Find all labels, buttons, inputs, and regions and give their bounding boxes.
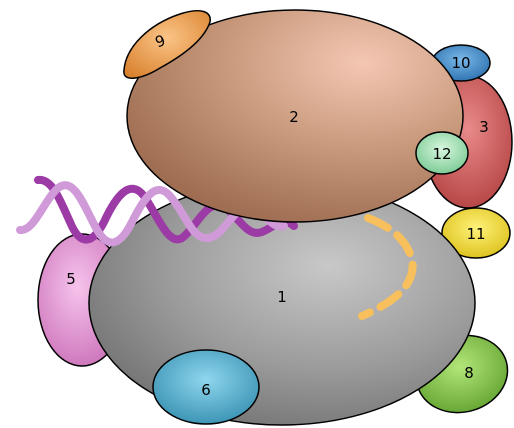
subunit-11-label: 11 (466, 225, 485, 243)
subunit-5-label: 5 (66, 270, 76, 288)
subunit-6: 6 (153, 350, 259, 424)
subunit-12: 12 (416, 132, 468, 174)
subunit-1-label: 1 (277, 288, 287, 306)
subunit-10-label: 10 (451, 54, 470, 72)
subunit-12-label: 12 (432, 145, 451, 163)
subunit-8-label: 8 (464, 364, 474, 382)
subunit-2-label: 2 (289, 108, 299, 126)
subunit-6-label: 6 (201, 381, 211, 399)
subunit-3-label: 3 (479, 118, 489, 136)
